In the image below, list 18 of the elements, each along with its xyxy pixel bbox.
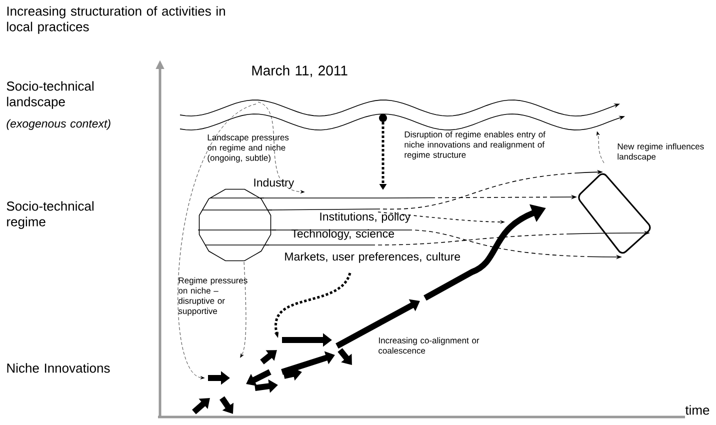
regime-polygon [198,188,272,262]
layer-label: Socio-technical landscape [6,81,94,109]
layer-label: (exogenous context) [6,119,110,130]
dimension-label: Technology, science [291,229,394,240]
layer-label: Niche Innovations [7,363,110,373]
annotation: Regime pressures on niche – disruptive or supportive [178,277,248,316]
annotation: Disruption of regime enables entry of niche innovations and realignment of regime structure [404,131,546,160]
annotation: New regime influences landscape [618,143,704,162]
date-label: March 11, 2011 [252,65,348,78]
annotation: Landscape pressures on regime and niche (ongoing, subtle) [208,134,289,162]
dimension-label: Markets, user preferences, culture [285,252,460,263]
layer-label: Socio-technical regime [6,201,94,229]
axis-label: Increasing structuration of activities in local practices [7,6,225,34]
annotation: Increasing co-alignment or coalescence [378,337,480,354]
new-regime-box [578,173,651,254]
axis-label: time [685,405,710,415]
dimension-label: Institutions, policy [320,212,411,223]
dimension-label: Industry [254,178,294,189]
